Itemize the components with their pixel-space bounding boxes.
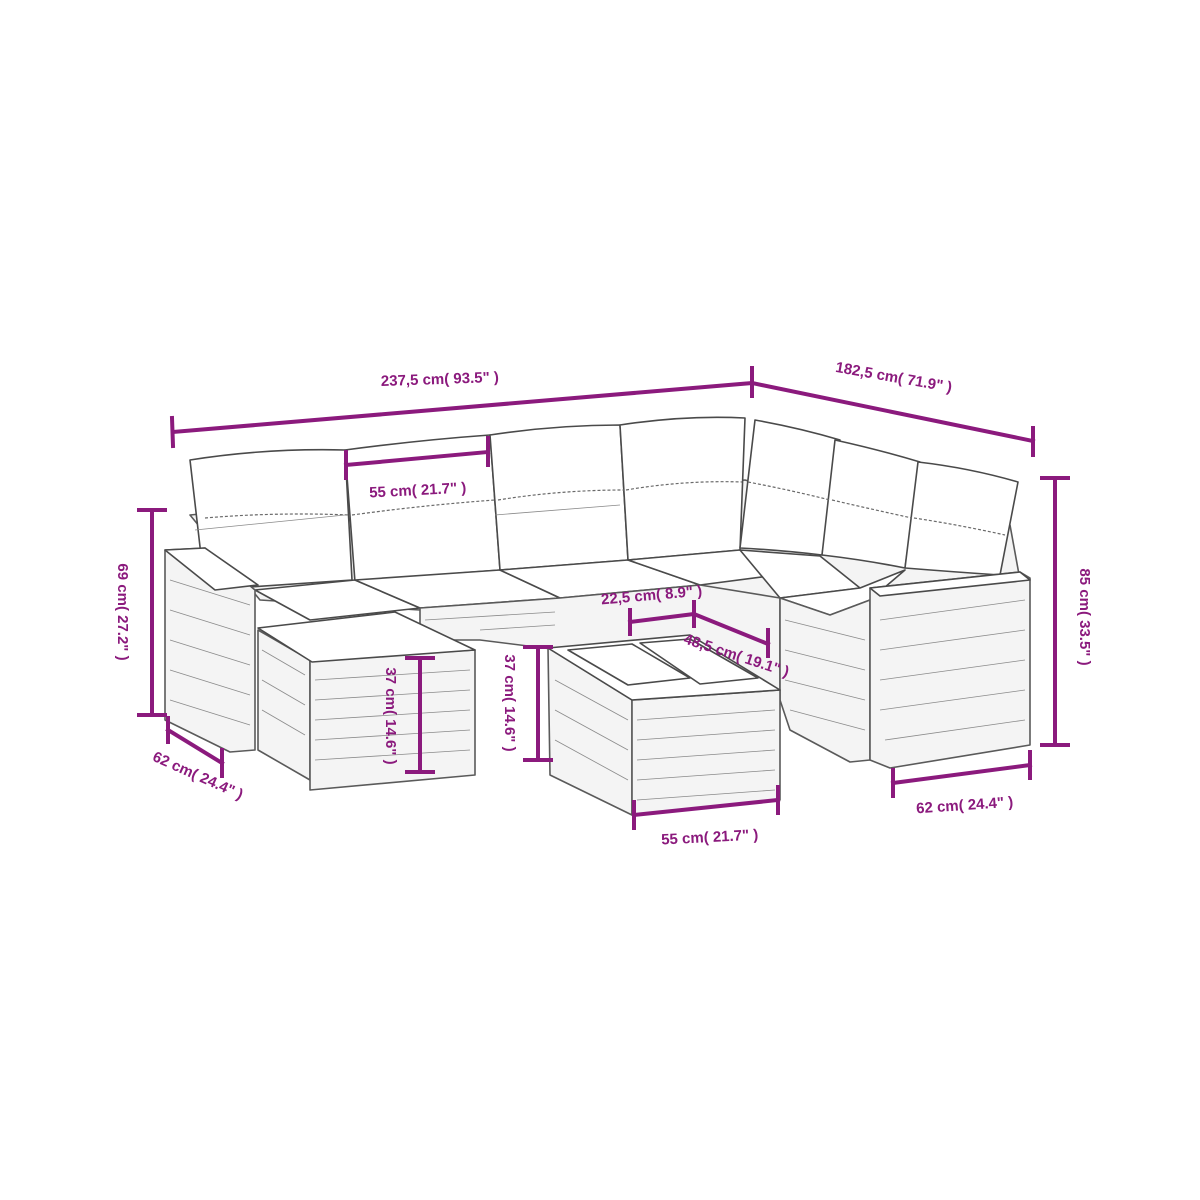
back-cushion-7: [904, 461, 1019, 576]
label-side-depth-right: 62 cm( 24.4" ): [916, 794, 1014, 818]
weave-texture: [169, 504, 1026, 801]
sofa-set-drawing: [164, 416, 1031, 816]
right-corner-module: [779, 597, 871, 763]
cushion-seam: [625, 481, 743, 491]
back-cushion-6: [821, 439, 921, 569]
ottoman-cushion: [257, 611, 476, 663]
label-table-height: 37 cm( 14.6" ): [501, 654, 518, 751]
left-armrest-top: [164, 547, 259, 591]
back-cushion-4: [619, 416, 746, 561]
label-side-depth-left: 62 cm( 24.4" ): [150, 748, 246, 803]
dim-line-table-glass-depth: [627, 611, 697, 625]
cushion-seam: [497, 489, 625, 501]
label-ottoman-height: 37 cm( 14.6" ): [382, 667, 399, 764]
dim-line-total-depth: [749, 380, 1036, 444]
dim-line-side-depth-left: [165, 727, 225, 766]
dim-line-total-width: [170, 380, 755, 435]
dim-line-table-length: [691, 611, 771, 647]
dim-line-table-width: [631, 797, 781, 818]
cushion-seam: [913, 517, 1006, 536]
dim-line-seat-width: [343, 449, 491, 468]
dimension-lines: [137, 366, 1070, 830]
table-glass-right: [639, 638, 759, 685]
dim-tick: [169, 415, 176, 449]
label-seat-width: 55 cm( 21.7" ): [369, 479, 467, 501]
label-total-height: 85 cm( 33.5" ): [1076, 568, 1093, 665]
cushion-seam: [831, 499, 913, 519]
label-seat-height: 69 cm( 27.2" ): [114, 563, 131, 660]
label-table-width: 55 cm( 21.7" ): [661, 826, 759, 848]
cushion-seam: [747, 481, 831, 501]
label-total-width: 237,5 cm( 93.5" ): [381, 369, 500, 390]
cushion-seam: [351, 499, 496, 516]
label-total-depth: 182,5 cm( 71.9" ): [834, 359, 953, 396]
table-front: [631, 689, 781, 816]
cushion-seam: [204, 513, 351, 519]
dim-line-side-depth-right: [890, 762, 1033, 786]
right-armrest-top: [869, 571, 1031, 597]
